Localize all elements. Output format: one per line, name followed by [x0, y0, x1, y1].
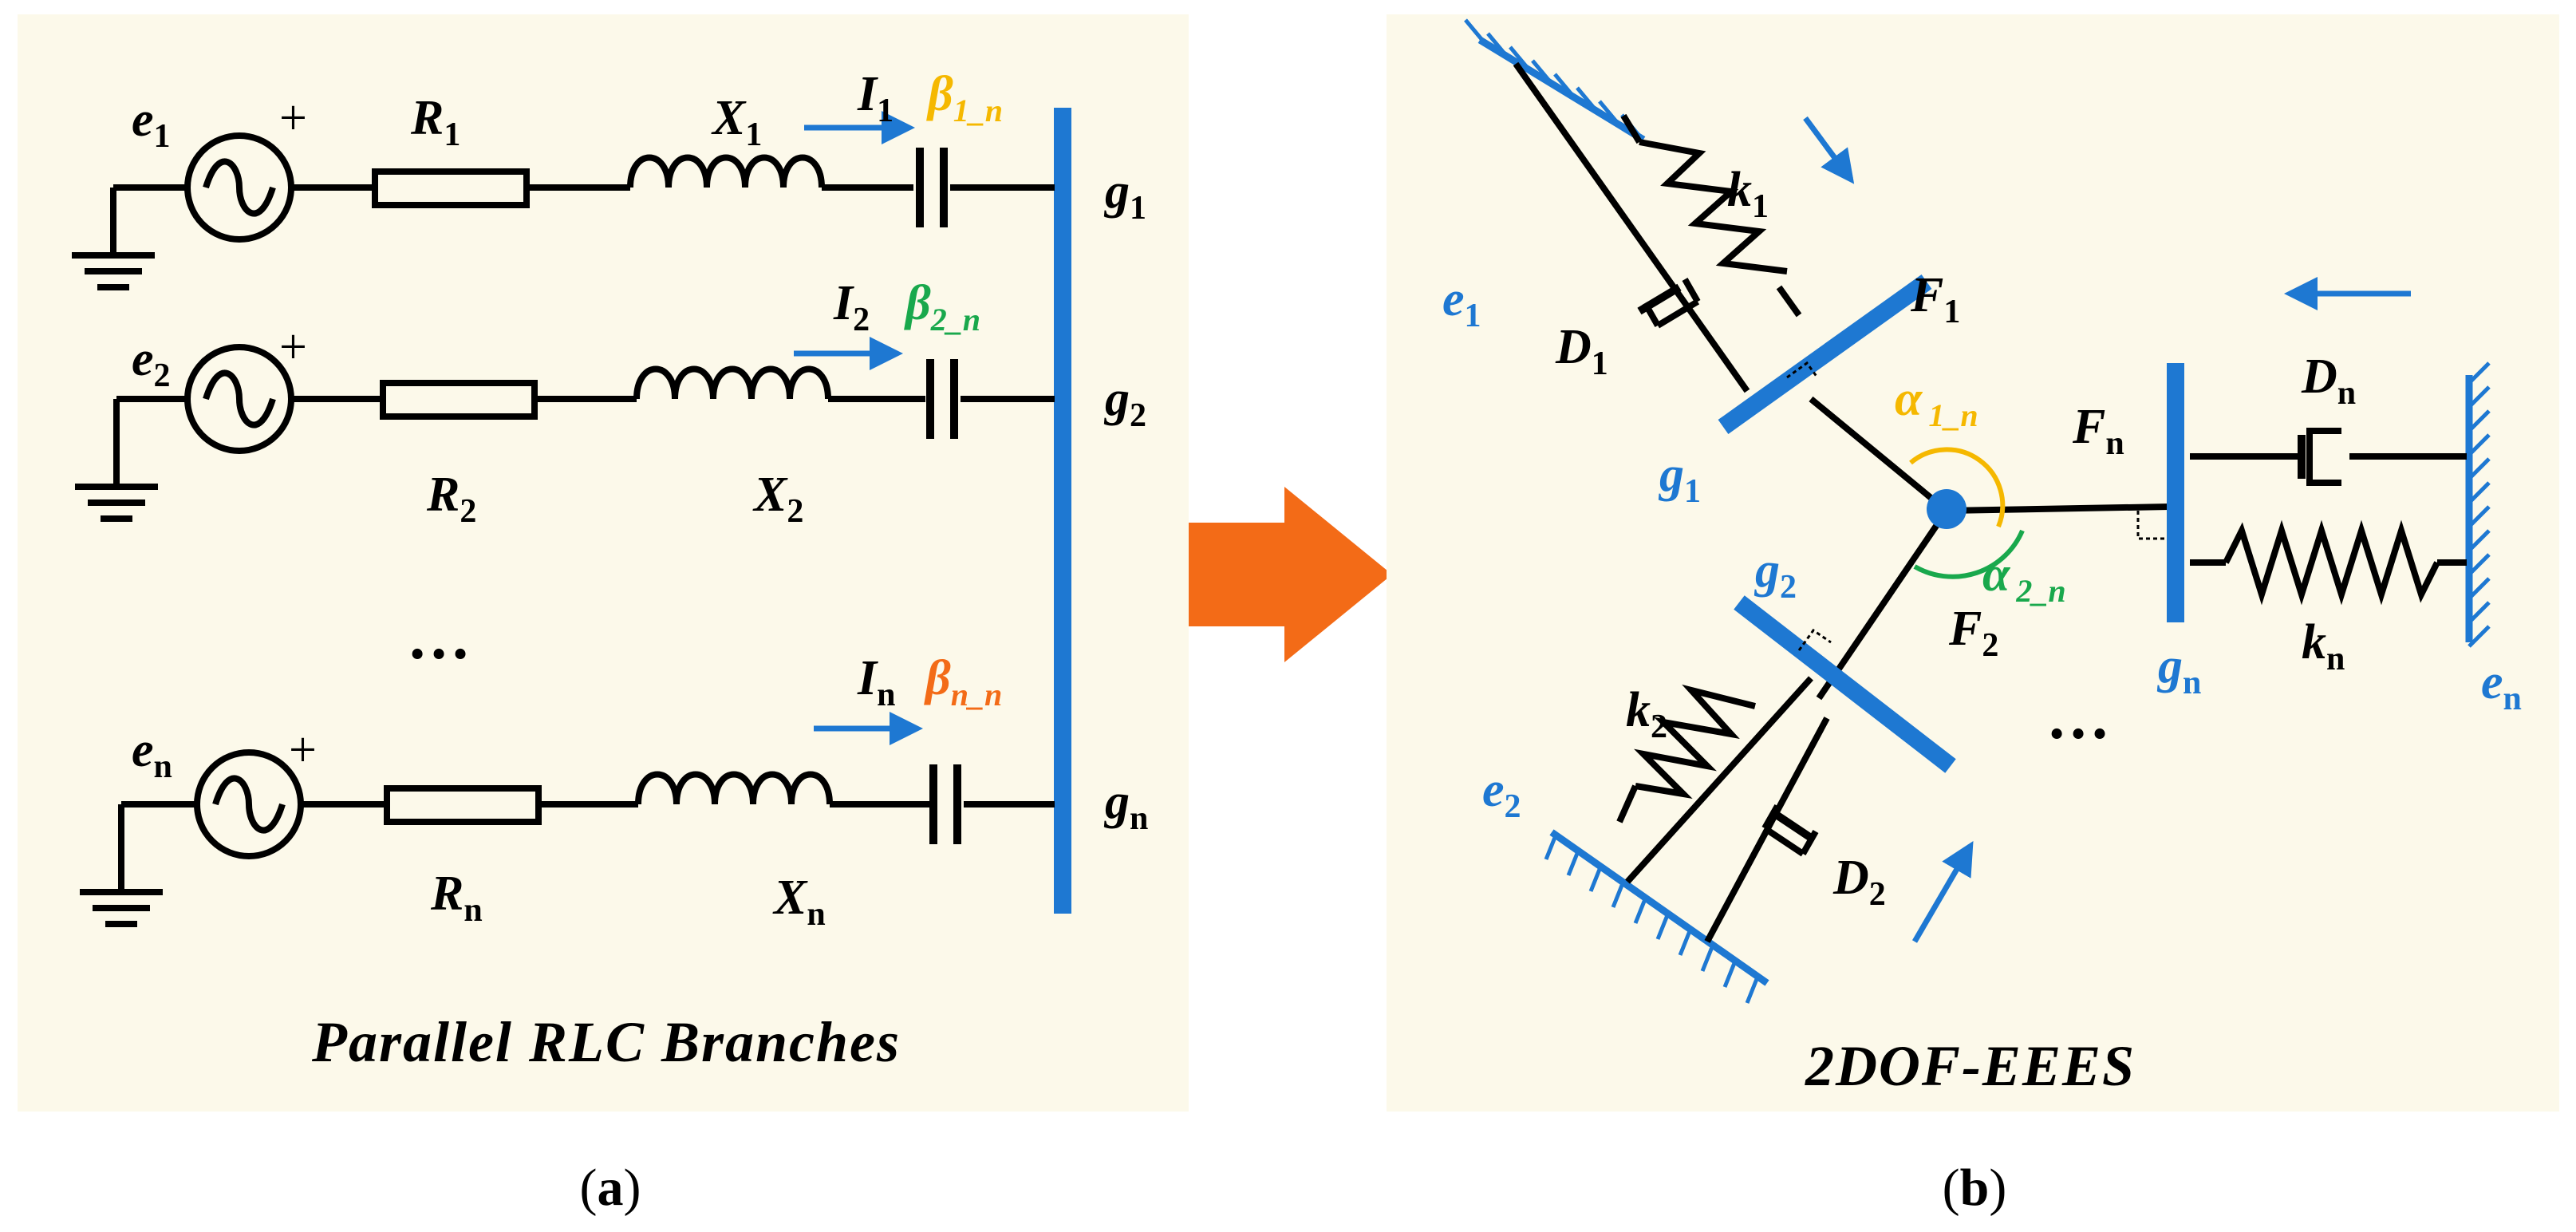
branch-b-n [1946, 428, 2467, 606]
branch-b-1 [1513, 61, 1949, 514]
inductor-n [635, 771, 833, 805]
panel-b-title: 2DOF-EEES [1805, 1034, 2136, 1098]
motion-arrow-2 [1911, 840, 1974, 943]
label-R2: R2 [426, 468, 476, 530]
label-kn: kn [2302, 615, 2345, 677]
label-X1: X1 [711, 91, 762, 153]
transform-arrow [1189, 487, 1392, 662]
motion-arrow-1 [1803, 116, 1855, 184]
branch-1 [72, 132, 1055, 290]
label-b-e2: e2 [1482, 763, 1521, 825]
branch-ellipsis: … [407, 602, 471, 673]
label-e2: e2 [132, 332, 171, 394]
panel-a-title: Parallel RLC Branches [311, 1010, 901, 1074]
spring-k2 [1634, 684, 1756, 799]
panel-a-background [18, 14, 1189, 1112]
label-en: en [132, 723, 172, 785]
label-F1: F1 [1910, 268, 1960, 330]
caption-a: (a) [580, 1159, 641, 1217]
panel-b-background [1387, 14, 2559, 1112]
label-gn: gn [1103, 775, 1148, 837]
label-b-g2: g2 [1753, 543, 1797, 606]
damper-D2 [1770, 808, 1813, 842]
label-k2: k2 [1626, 683, 1667, 745]
branch-2 [75, 344, 1055, 522]
branch-n [80, 749, 1055, 927]
label-In: In [857, 651, 896, 713]
label-I1: I1 [857, 67, 894, 129]
label-e1: e1 [132, 93, 171, 155]
label-g2: g2 [1103, 372, 1146, 434]
center-node [1927, 489, 1967, 529]
wall-en [2465, 361, 2491, 648]
plus-sign-1: + [279, 91, 307, 145]
label-Xn: Xn [772, 871, 826, 933]
branch-b-ellipsis: … [2046, 682, 2110, 752]
spring-k1 [1639, 139, 1788, 274]
label-g1: g1 [1103, 164, 1146, 227]
label-beta-n: βn_n [924, 651, 1002, 713]
plus-sign-n: + [289, 723, 317, 777]
label-Rn: Rn [430, 867, 483, 929]
wall-e1 [1464, 18, 1646, 143]
branch-b-2 [1616, 508, 1950, 943]
label-b-g1: g1 [1658, 448, 1701, 510]
caption-b: (b) [1943, 1159, 2007, 1217]
label-R1: R1 [410, 91, 460, 153]
label-Fn: Fn [2072, 400, 2124, 462]
label-b-e1: e1 [1442, 272, 1481, 334]
label-D2: D2 [1832, 851, 1886, 913]
spring-kn [2223, 519, 2440, 606]
label-Dn: Dn [2301, 349, 2356, 412]
label-beta-1: β1_n [926, 67, 1003, 128]
label-I2: I2 [833, 276, 870, 338]
angle-arc-2 [1913, 529, 2025, 579]
label-D1: D1 [1555, 320, 1608, 382]
label-X2: X2 [752, 468, 803, 530]
label-k1: k1 [1727, 163, 1769, 225]
label-beta-2: β2_n [904, 276, 980, 338]
angle-arc-1 [1909, 447, 2006, 528]
label-F2: F2 [1948, 602, 1998, 664]
inductor-2 [633, 365, 831, 400]
plus-sign-2: + [279, 320, 307, 374]
label-b-en: en [2481, 655, 2522, 717]
bar-g1 [1718, 274, 1932, 434]
label-b-gn: gn [2156, 639, 2201, 701]
wall-e2 [1544, 829, 1769, 1004]
inductor-1 [627, 154, 825, 188]
bar-g2 [1734, 595, 1956, 773]
